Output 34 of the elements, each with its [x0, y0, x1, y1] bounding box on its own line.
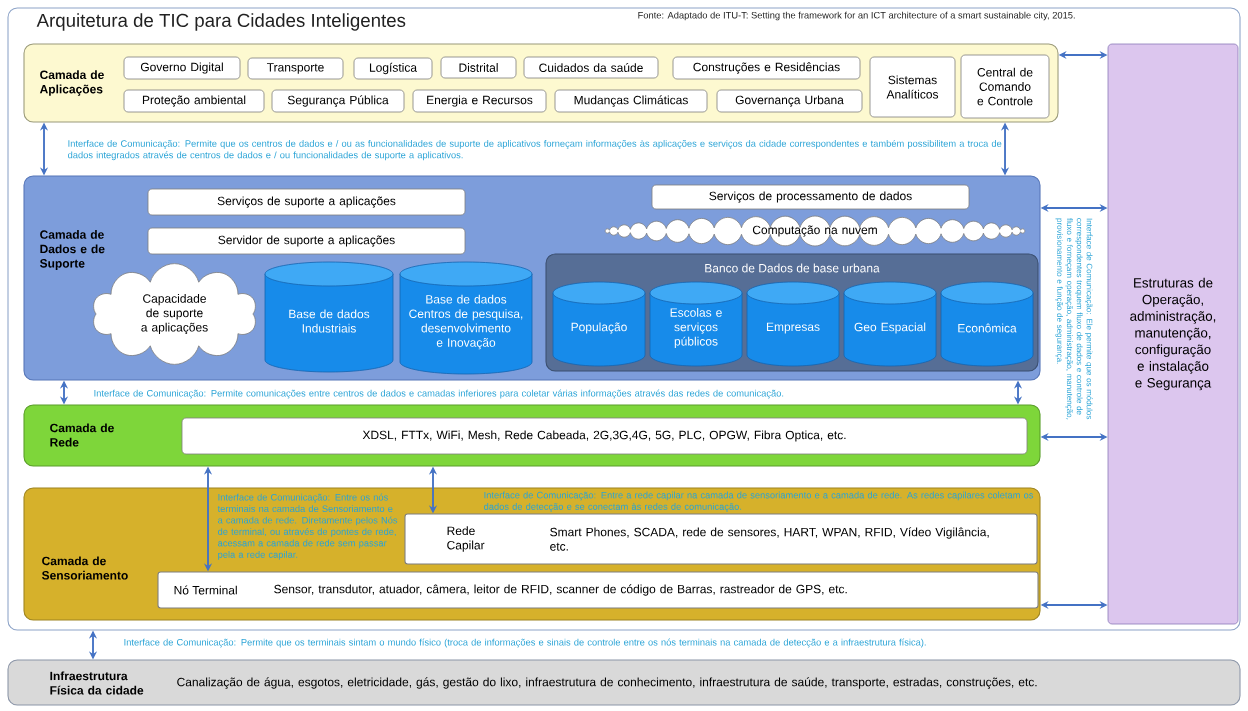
- application-box: Proteção ambiental: [123, 89, 265, 113]
- technology-box: XDSL, FTTx, WiFi, Mesh, Rede Cabeada, 2G,3G,4G, 5G, PLC, OPGW, Fibra Optica, etc.: [181, 417, 1028, 455]
- application-box: Central de Comando e Controle: [960, 54, 1050, 119]
- application-box: Cuidados da saúde: [523, 56, 659, 79]
- interface-note: Interface de Comunicação: Ele permite que os módulos correspondentes troquem fluxo de dados e controle de fluxo e forneçam operação, administração, manutenção, provisionamento e função de segurança.: [1055, 218, 1093, 420]
- database-cylinder: Empresas: [746, 281, 840, 367]
- database-cylinder: Base de dados Industriais: [264, 261, 394, 373]
- interface-note: Interface de Comunicação: Permite comunicações entre centros de dados e camadas inferiores para coletar várias informações através das redes de comunicação.: [94, 389, 784, 399]
- service-box: Serviços de suporte a aplicações: [147, 188, 466, 216]
- database-cylinder: Geo Espacial: [843, 281, 937, 367]
- database-cylinder: Base de dados Centros de pesquisa, desenvolvimento e Inovação: [399, 261, 533, 375]
- interface-note: Interface de Comunicação: Permite que os centros de dados e / ou as funcionalidades de suporte de aplicativos forneçam informações às aplicações e serviços da cidade correspondentes e também possibilitem a troca de dados integrados através de centros de dados e / ou funcionalidades de suporte a aplicativos.: [68, 139, 1002, 161]
- service-box: Serviços de processamento de dados: [651, 184, 970, 210]
- operations-panel: Estruturas de Operação, administração, manutenção, configuração e instalação e Segurança: [1107, 43, 1239, 625]
- application-box: Mudanças Climáticas: [554, 89, 708, 113]
- application-box: Governo Digital: [123, 56, 241, 80]
- network-box: Rede Capilar Smart Phones, SCADA, rede de sensores, HART, WPAN, RFID, Vídeo Vigilância, etc.: [404, 513, 1038, 565]
- interface-note: Interface de Comunicação: Entre os nós terminais na camada de Sensoriamento e a camada de rede. Diretamente pelos Nós de terminal, ou através de pontes de rede, acessam a camada de rede sem passar pela a rede capilar.: [217, 493, 398, 560]
- database-cylinder: Econômica: [940, 281, 1034, 367]
- interface-note: Interface de Comunicação: Permite que os terminais sintam o mundo físico (troca de informações e sinais de controle entre os nós terminais na camada de detecção e a infraestrutura física).: [124, 638, 926, 648]
- source-note: Fonte: Adaptado de ITU-T: Setting the framework for an ICT architecture of a smart sustainable city, 2015.: [638, 11, 1075, 21]
- application-box: Governança Urbana: [716, 89, 863, 113]
- application-box: Construções e Residências: [672, 56, 861, 80]
- service-box: Servidor de suporte a aplicações: [147, 227, 466, 255]
- infrastructure-band: Infraestrutura Física da cidade Canalização de água, esgotos, eletricidade, gás, gestão do lixo, infraestrutura de conhecimento, infraestrutura de saúde, transporte, estradas, construções, etc.: [7, 659, 1241, 706]
- application-box: Sistemas Analíticos: [869, 56, 956, 118]
- terminal-box: Nó Terminal Sensor, transdutor, atuador, câmera, leitor de RFID, scanner de código de Barras, rastreador de GPS, etc.: [157, 571, 1039, 609]
- database-cylinder: Escolas e serviços públicos: [649, 281, 743, 367]
- application-box: Logística: [353, 57, 433, 80]
- application-box: Transporte: [247, 57, 344, 80]
- application-box: Segurança Pública: [271, 89, 405, 113]
- application-box: Energia e Recursos: [412, 89, 547, 113]
- database-cylinder: População: [552, 281, 646, 367]
- application-box: Distrital: [440, 56, 517, 79]
